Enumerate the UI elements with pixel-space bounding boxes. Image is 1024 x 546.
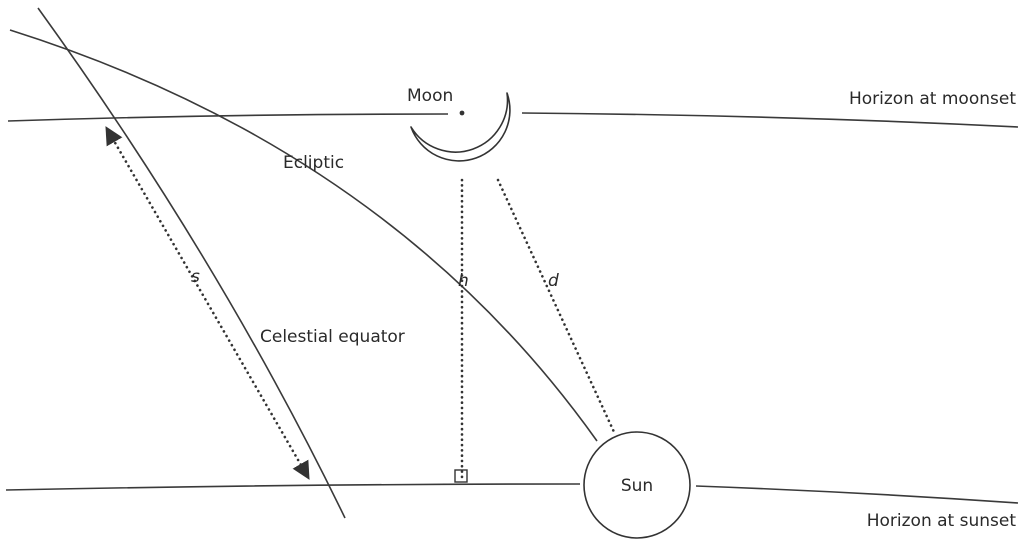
d-label: d bbox=[548, 271, 559, 291]
s-label: s bbox=[191, 267, 200, 287]
ecliptic-label: Ecliptic bbox=[283, 153, 344, 173]
sun-label: Sun bbox=[621, 476, 653, 496]
moon-position-dot bbox=[459, 110, 465, 116]
horizon-moonset-line-left bbox=[7, 113, 449, 122]
horizon-sunset-line-left bbox=[5, 483, 581, 491]
d-distance-line bbox=[496, 178, 616, 434]
ecliptic-line bbox=[9, 29, 598, 442]
h-label: h bbox=[458, 271, 469, 291]
right-angle-marker bbox=[454, 469, 468, 483]
horizon-sunset-label: Horizon at sunset bbox=[867, 511, 1017, 531]
moon-label: Moon bbox=[407, 86, 453, 106]
celestial-equator-label: Celestial equator bbox=[260, 327, 405, 347]
sun-circle bbox=[583, 431, 691, 539]
horizon-moonset-label: Horizon at moonset bbox=[849, 89, 1016, 109]
crescent-moon-icon bbox=[410, 92, 511, 162]
celestial-equator-line bbox=[37, 7, 346, 519]
s-distance-arrow bbox=[105, 126, 310, 480]
horizon-sunset-line-right bbox=[695, 485, 1019, 504]
horizon-moonset-line-right bbox=[521, 112, 1019, 128]
